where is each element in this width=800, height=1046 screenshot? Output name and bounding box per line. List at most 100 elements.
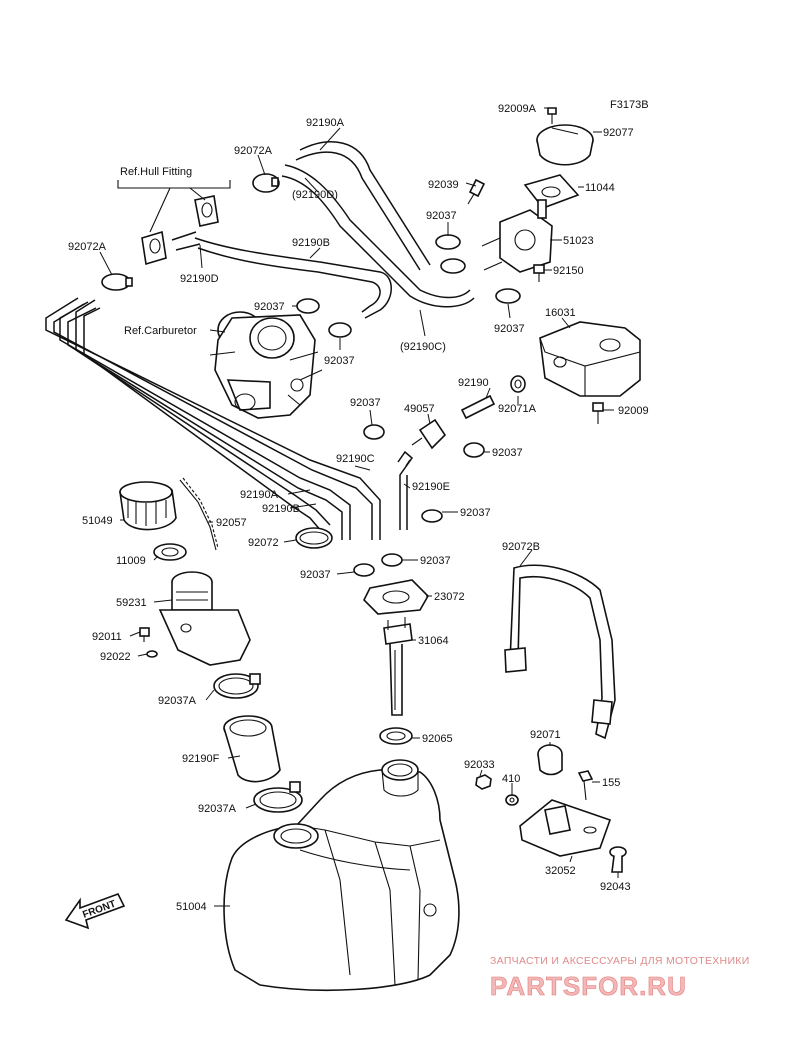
label-92037-f: 92037 bbox=[492, 447, 523, 459]
block-16031 bbox=[539, 321, 641, 397]
label-23072: 23072 bbox=[434, 591, 465, 603]
label-16031: 16031 bbox=[545, 307, 576, 319]
label-92190F: 92190F bbox=[182, 753, 220, 765]
bolt-92039 bbox=[467, 178, 486, 205]
label-92071: 92071 bbox=[530, 729, 561, 741]
clamp-92037-a2 bbox=[440, 258, 466, 274]
label-92072: 92072 bbox=[248, 537, 279, 549]
hose-92190F bbox=[223, 715, 281, 783]
screw-92150 bbox=[533, 264, 545, 282]
label-ref-hull-fitting: Ref.Hull Fitting bbox=[120, 166, 192, 178]
leader-lines bbox=[99, 107, 619, 907]
label-92037-a: 92037 bbox=[426, 210, 457, 222]
washer-410 bbox=[505, 794, 519, 806]
label-59231: 59231 bbox=[116, 597, 147, 609]
bolt-92043 bbox=[609, 846, 627, 873]
hull-fitting-lower bbox=[141, 230, 167, 266]
fuel-tank-51004 bbox=[223, 759, 460, 992]
label-31064: 31064 bbox=[418, 635, 449, 647]
label-51004: 51004 bbox=[176, 901, 207, 913]
front-direction-arrow: FRONT bbox=[64, 893, 126, 930]
bolt-92009 bbox=[592, 402, 604, 424]
hose-92190B bbox=[194, 237, 392, 319]
label-92037-g: 92037 bbox=[460, 507, 491, 519]
label-92190C: 92190C bbox=[336, 453, 375, 465]
bracket-32052 bbox=[519, 799, 612, 857]
figure-code: F3173B bbox=[610, 99, 649, 111]
hose-vent-bundle bbox=[45, 297, 381, 540]
label-410: 410 bbox=[502, 773, 520, 785]
hose-92190D-lower bbox=[171, 231, 201, 251]
clamp-92072A-left bbox=[101, 273, 133, 291]
label-92057: 92057 bbox=[216, 517, 247, 529]
gasket-92065 bbox=[379, 727, 413, 745]
bolt-155 bbox=[577, 770, 594, 801]
hose-92190D-upper bbox=[281, 164, 475, 308]
label-92033: 92033 bbox=[464, 759, 495, 771]
filler-neck-59231 bbox=[158, 571, 251, 666]
grommet-92071 bbox=[537, 744, 563, 776]
label-92043: 92043 bbox=[600, 881, 631, 893]
clamp-92037A-lower bbox=[253, 781, 303, 813]
clamp-92072 bbox=[295, 527, 333, 549]
label-92011: 92011 bbox=[92, 631, 122, 643]
strap-92072B bbox=[504, 564, 616, 740]
cap-92077 bbox=[536, 124, 594, 166]
label-32052: 32052 bbox=[545, 865, 576, 877]
clamp-92037-h bbox=[381, 553, 403, 567]
washer-92022 bbox=[146, 650, 158, 658]
valve-51023 bbox=[481, 199, 553, 273]
clamp-92037-a bbox=[435, 234, 461, 250]
clamp-92037-b bbox=[296, 298, 320, 314]
clamp-92037-c bbox=[328, 322, 352, 338]
clamp-92072A-top bbox=[252, 173, 280, 193]
label-92037-b: 92037 bbox=[254, 301, 285, 313]
label-92071A: 92071A bbox=[498, 403, 537, 415]
gasket-11009 bbox=[153, 543, 187, 561]
watermark-tagline: ЗАПЧАСТИ И АКСЕССУАРЫ ДЛЯ МОТОТЕХНИКИ bbox=[490, 955, 750, 967]
screw-92009A bbox=[547, 107, 557, 124]
hose-92190E bbox=[397, 450, 414, 530]
plate-11044 bbox=[523, 174, 580, 209]
clamp-92037-g bbox=[421, 509, 443, 523]
label-92190A: 92190A bbox=[240, 489, 279, 501]
label-92009: 92009 bbox=[618, 405, 649, 417]
label-92190D-top: (92190D) bbox=[292, 189, 338, 201]
label-92037-i: 92037 bbox=[300, 569, 331, 581]
label-92190B: 92190B bbox=[262, 503, 300, 515]
fuel-pickup-31064 bbox=[383, 617, 413, 716]
clamp-92037-f bbox=[463, 442, 485, 458]
label-92009A: 92009A bbox=[498, 103, 537, 115]
label-92150: 92150 bbox=[553, 265, 584, 277]
label-92190A-top: 92190A bbox=[306, 117, 345, 129]
cord-92057 bbox=[179, 477, 219, 551]
carburetor bbox=[209, 311, 323, 419]
label-92190B-top: 92190B bbox=[292, 237, 330, 249]
nut-92033 bbox=[475, 774, 492, 790]
ref-hull-bracket bbox=[117, 180, 231, 233]
label-92037-e: 92037 bbox=[350, 397, 381, 409]
label-92037A-b: 92037A bbox=[198, 803, 237, 815]
label-92190C-top: (92190C) bbox=[400, 341, 446, 353]
hose-92190A bbox=[295, 141, 431, 271]
watermark: ЗАПЧАСТИ И АКСЕССУАРЫ ДЛЯ МОТОТЕХНИКИ PA… bbox=[490, 955, 750, 1001]
label-92037-h: 92037 bbox=[420, 555, 451, 567]
label-ref-carburetor: Ref.Carburetor bbox=[124, 325, 197, 337]
label-92190: 92190 bbox=[458, 377, 489, 389]
label-92039: 92039 bbox=[428, 179, 459, 191]
hull-fitting-upper bbox=[194, 195, 219, 227]
nut-23072 bbox=[363, 579, 429, 615]
label-92072B: 92072B bbox=[502, 541, 540, 553]
label-92037-c: 92037 bbox=[324, 355, 355, 367]
clamp-92037-e bbox=[363, 424, 385, 440]
clamp-92037A-upper bbox=[213, 673, 261, 699]
washer-92071A bbox=[510, 375, 526, 393]
label-92037A-a: 92037A bbox=[158, 695, 197, 707]
label-92077: 92077 bbox=[603, 127, 634, 139]
label-92065: 92065 bbox=[422, 733, 453, 745]
label-11044: 11044 bbox=[585, 182, 615, 194]
fitting-92190 bbox=[460, 394, 496, 420]
watermark-logo: PARTSFOR.RU bbox=[490, 971, 687, 1001]
screw-92011 bbox=[139, 627, 150, 642]
